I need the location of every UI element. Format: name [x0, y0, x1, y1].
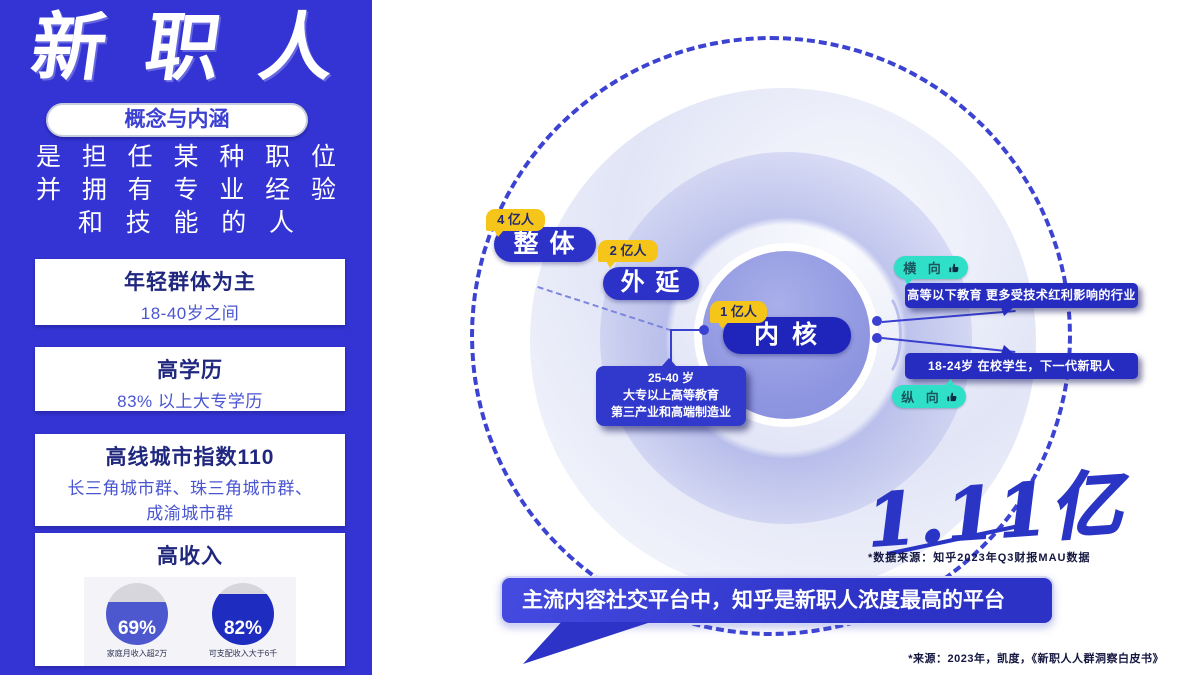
thumbs-up-icon: [948, 262, 959, 273]
income-charts-panel: 69% 家庭月收入超2万 82% 可支配收入大于6千: [84, 577, 296, 666]
card-title: 高线城市指数110: [105, 446, 275, 469]
card-title: 高收入: [157, 545, 223, 568]
card-city-index: 高线城市指数110 长三角城市群、珠三角城市群、 成渝城市群: [35, 434, 345, 526]
footer-source-note: *来源：2023年，凯度，《新职人人群洞察白皮书》: [908, 653, 1164, 665]
page-title: 新职人: [26, 6, 340, 89]
gauge-caption: 可支配收入大于6千: [208, 649, 278, 658]
core-connector-horizontal: [670, 329, 704, 331]
card-age-group: 年轻群体为主 18-40岁之间: [35, 259, 345, 325]
card-title: 高学历: [157, 359, 223, 382]
connector-dot-right-bottom: [872, 333, 882, 343]
card-income: 高收入 69% 家庭月收入超2万 82% 可支配收入大于6千: [35, 533, 345, 666]
definition-line: 是担任某种职位: [36, 143, 336, 171]
card-subtitle: 成渝城市群: [146, 504, 234, 523]
gauge-caption: 家庭月收入超2万: [106, 649, 168, 658]
gauge-circle: 69%: [106, 583, 168, 645]
callout-horizontal-text: 高等以下教育 更多受技术红利影响的行业: [905, 283, 1138, 316]
gauge-percent: 82%: [223, 618, 263, 639]
gauge-circle: 82%: [212, 583, 274, 645]
conclusion-bubble: 主流内容社交平台中，知乎是新职人浓度最高的平台: [500, 576, 1054, 625]
ring-label-whole: 整 体: [494, 227, 596, 262]
definition-text: 是担任某种职位 并拥有专业经验 和技能的人: [36, 141, 336, 240]
gauge-percent: 69%: [117, 618, 157, 639]
thumbs-up-icon: [946, 391, 957, 402]
bubble-tail: [523, 622, 651, 664]
ring-label-extension: 外 延: [603, 267, 699, 300]
card-education: 高学历 83% 以上大专学历: [35, 347, 345, 411]
tag-horizontal: 横 向: [894, 256, 968, 285]
subtitle-pill: 概念与内涵: [46, 103, 308, 137]
tag-label: 横 向: [903, 261, 945, 276]
tag-label: 纵 向: [901, 390, 943, 405]
income-gauge-household: 69% 家庭月收入超2万: [89, 583, 185, 666]
card-subtitle: 长三角城市群、珠三角城市群、: [67, 479, 313, 498]
ring-label-core: 内 核: [723, 317, 851, 354]
definition-line: 和技能的人: [78, 209, 294, 237]
income-gauge-disposable: 82% 可支配收入大于6千: [195, 583, 291, 666]
core-callout-line: 大专以上高等教育: [622, 388, 719, 402]
mau-source-note: *数据来源：知乎2023年Q3财报MAU数据: [868, 552, 1091, 564]
core-connector-vertical: [670, 329, 672, 367]
tag-vertical: 纵 向: [892, 379, 966, 408]
callout-vertical-text: 18-24岁 在校学生，下一代新职人: [905, 345, 1138, 379]
sidebar: 新职人 概念与内涵 是担任某种职位 并拥有专业经验 和技能的人 年轻群体为主 1…: [0, 0, 372, 675]
arc-accent: [858, 290, 902, 380]
definition-line: 并拥有专业经验: [36, 176, 336, 204]
core-callout-line: 第三产业和高端制造业: [610, 405, 731, 419]
card-subtitle: 18-40岁之间: [140, 304, 240, 323]
card-title: 年轻群体为主: [124, 271, 256, 294]
ring-badge-extension: 2 亿人: [598, 240, 658, 268]
outer-dashed-circle: [470, 36, 1072, 636]
ring-badge-core: 1 亿人: [710, 301, 767, 329]
ring-badge-whole: 4 亿人: [486, 209, 545, 237]
core-callout: 25-40 岁 大专以上高等教育 第三产业和高端制造业: [596, 358, 746, 426]
connector-dot-left: [699, 325, 709, 335]
connector-dot-right-top: [872, 316, 882, 326]
core-callout-line: 25-40 岁: [647, 371, 695, 385]
card-subtitle: 83% 以上大专学历: [117, 392, 263, 411]
